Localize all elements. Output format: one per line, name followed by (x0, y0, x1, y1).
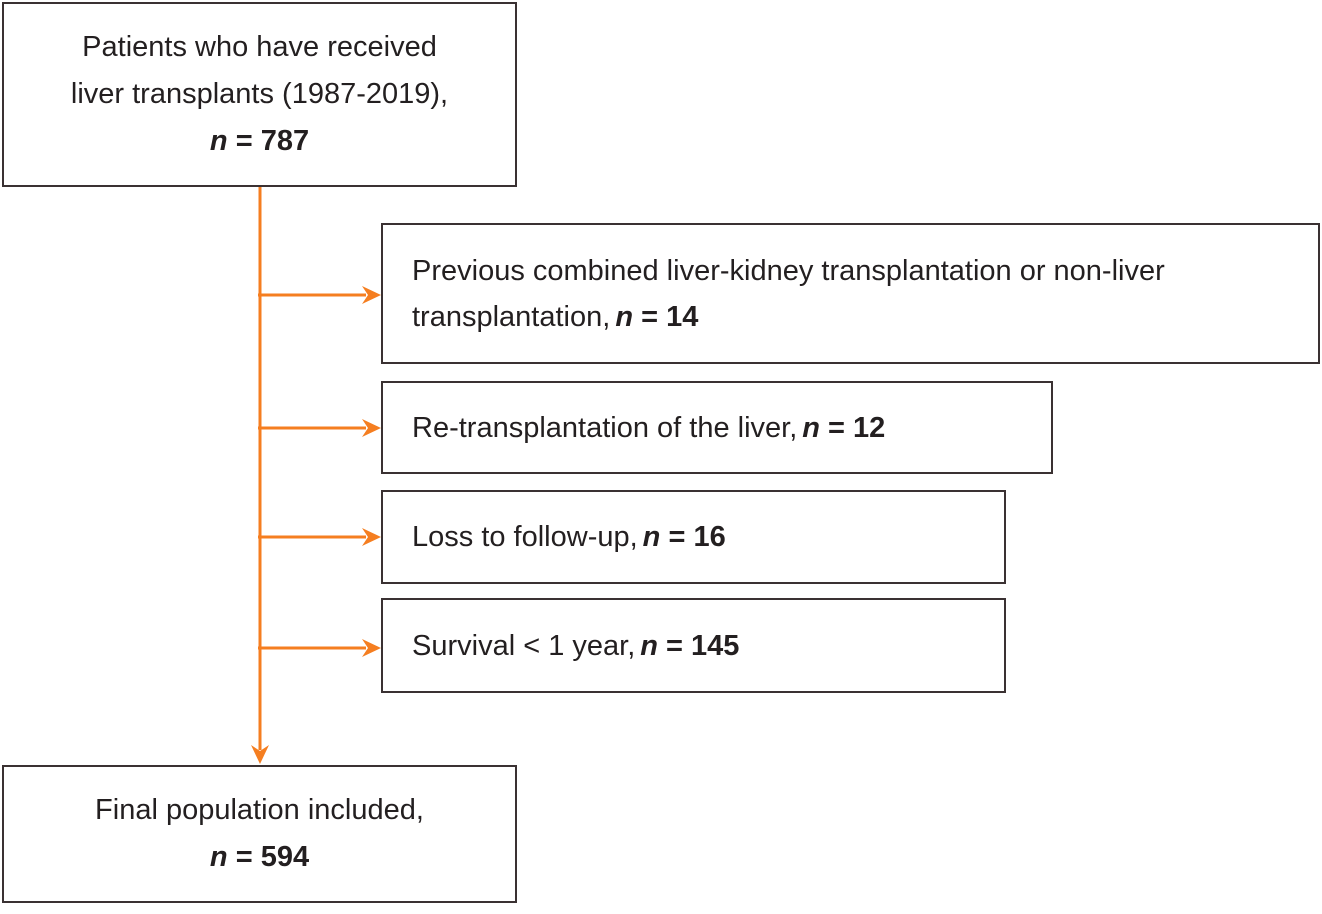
flow-box-exclusion-3: Loss to follow-up,n = 16 (381, 490, 1006, 584)
source-n-value: = 787 (227, 125, 310, 157)
result-n-symbol: n (209, 841, 228, 873)
flow-box-result: Final population included, n = 594 (2, 765, 517, 903)
exclusion-2-n-value: = 12 (820, 411, 886, 444)
arrowhead-right-4-icon (362, 639, 381, 657)
exclusion-1-n-value: = 14 (633, 300, 699, 333)
flow-box-source: Patients who have received liver transpl… (2, 2, 517, 187)
source-text-line2: liver transplants (1987-2019), (70, 78, 449, 110)
source-n-symbol: n (209, 125, 228, 157)
arrowhead-right-3-icon (362, 528, 381, 546)
source-text-line1: Patients who have received (82, 31, 437, 63)
result-n-line: n = 594 (4, 834, 515, 881)
result-text-line1: Final population included, (95, 794, 424, 826)
exclusion-4-n-value: = 145 (657, 629, 740, 662)
flow-box-exclusion-2: Re-transplantation of the liver,n = 12 (381, 381, 1053, 474)
exclusion-2-n-symbol: n (802, 411, 820, 444)
exclusion-4-n-symbol: n (640, 629, 658, 662)
flow-box-exclusion-1: Previous combined liver-kidney transplan… (381, 223, 1320, 364)
exclusion-3-n-symbol: n (642, 521, 661, 553)
arrowhead-right-1-icon (362, 286, 381, 304)
source-n-line: n = 787 (4, 118, 515, 165)
arrowhead-right-2-icon (362, 419, 381, 437)
exclusion-3-n-value: = 16 (660, 521, 726, 553)
exclusion-2-text-wrap: Re-transplantation of the liver,n = 12 (412, 405, 885, 451)
exclusion-4-text: Survival < 1 year, (412, 629, 636, 662)
exclusion-1-text: Previous combined liver-kidney transplan… (412, 254, 1165, 333)
exclusion-1-n-symbol: n (615, 300, 634, 333)
exclusion-1-text-wrap: Previous combined liver-kidney transplan… (412, 248, 1165, 340)
exclusion-4-text-wrap: Survival < 1 year,n = 145 (412, 623, 739, 669)
flow-box-exclusion-4: Survival < 1 year,n = 145 (381, 598, 1006, 693)
result-n-value: = 594 (227, 841, 310, 873)
exclusion-3-text-wrap: Loss to follow-up,n = 16 (412, 514, 726, 560)
exclusion-2-text: Re-transplantation of the liver, (412, 411, 798, 444)
exclusion-3-text: Loss to follow-up, (412, 521, 638, 553)
arrowhead-down-icon (251, 745, 269, 764)
